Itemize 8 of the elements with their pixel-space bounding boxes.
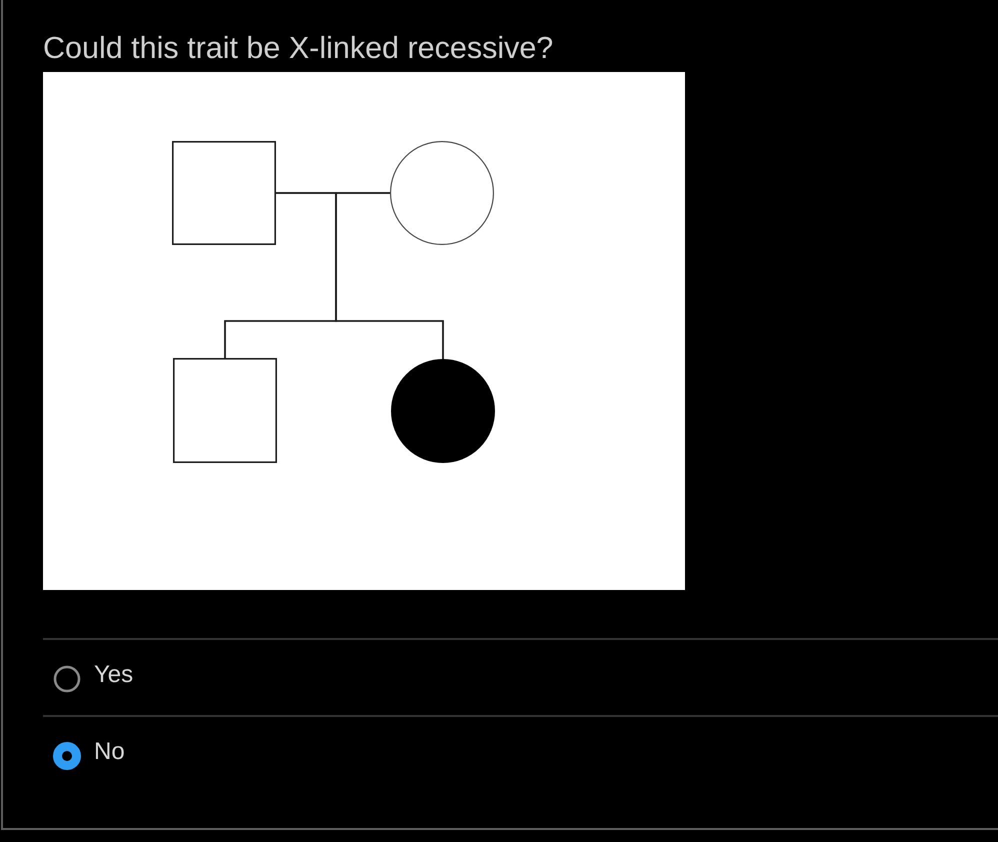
affected-female-symbol [391, 359, 495, 463]
option-label: Yes [94, 660, 134, 690]
question-text: Could this trait be X-linked recessive? [43, 30, 554, 67]
male-symbol [173, 358, 277, 463]
option-label: No [94, 737, 125, 767]
male-symbol [172, 141, 276, 245]
pedigree-line [335, 192, 444, 359]
female-symbol [390, 141, 494, 245]
